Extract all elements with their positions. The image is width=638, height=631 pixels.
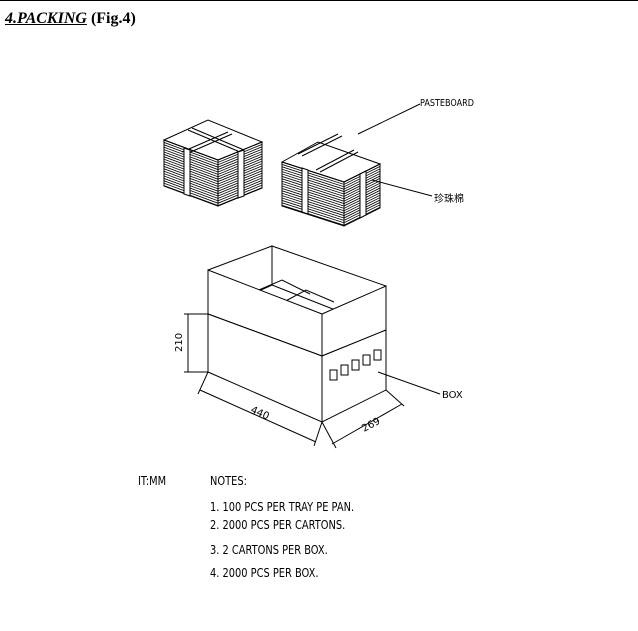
unit-label: IT:MM bbox=[138, 474, 167, 488]
figure-ref: (Fig.4) bbox=[86, 10, 136, 27]
shipping-box bbox=[207, 245, 387, 423]
layer-line bbox=[282, 185, 344, 207]
layer-line bbox=[164, 178, 218, 199]
note-item: 3. 2 CARTONS PER BOX. bbox=[210, 543, 328, 557]
pasteboard-leader bbox=[357, 103, 421, 135]
layer-line bbox=[282, 204, 344, 226]
layer-line bbox=[282, 195, 344, 216]
layer-line bbox=[282, 202, 344, 224]
layer-stripes-left bbox=[164, 140, 218, 206]
layer-line bbox=[282, 190, 344, 212]
dimension-length bbox=[197, 371, 323, 447]
layer-line bbox=[164, 168, 218, 190]
layer-line bbox=[282, 164, 344, 185]
dimension-height bbox=[184, 313, 208, 373]
note-item: 2. 2000 PCS PER CARTONS. bbox=[210, 518, 346, 532]
layer-line bbox=[164, 173, 218, 194]
layer-line bbox=[282, 166, 344, 188]
note-item: 4. 2000 PCS PER BOX. bbox=[210, 566, 319, 580]
layer-line bbox=[164, 144, 218, 166]
box-label: BOX bbox=[442, 390, 463, 401]
section-heading: 4.PACKING (Fig.4) bbox=[5, 10, 136, 28]
layer-line bbox=[164, 158, 218, 180]
layer-line bbox=[164, 154, 218, 175]
layer-line bbox=[164, 175, 218, 197]
layer-line bbox=[282, 168, 344, 190]
layer-line bbox=[282, 183, 344, 204]
layer-line bbox=[164, 163, 218, 185]
layer-line bbox=[282, 188, 344, 209]
pasteboard-label: PASTEBOARD bbox=[420, 98, 474, 109]
layer-line bbox=[164, 170, 218, 192]
layer-line bbox=[164, 151, 218, 173]
section-title: 4.PACKING bbox=[5, 10, 87, 27]
layer-line bbox=[282, 171, 344, 192]
layer-line bbox=[164, 161, 218, 182]
layer-line bbox=[164, 156, 218, 178]
layer-line bbox=[164, 142, 218, 163]
wrap-leader bbox=[371, 179, 433, 197]
layer-line bbox=[164, 166, 218, 187]
wrap-label: 珍珠棉 bbox=[434, 192, 464, 205]
layer-line bbox=[282, 180, 344, 202]
layer-line bbox=[282, 173, 344, 195]
layer-line bbox=[164, 146, 218, 168]
carton-bundle-right bbox=[280, 133, 382, 227]
dimension-width bbox=[321, 389, 405, 449]
dimension-height-label: 210 bbox=[174, 333, 185, 352]
note-item: 1. 100 PCS PER TRAY PE PAN. bbox=[210, 500, 355, 514]
layer-line bbox=[164, 182, 218, 204]
layer-line bbox=[282, 192, 344, 214]
layer-line bbox=[282, 176, 344, 197]
dimension-length-label: 440 bbox=[249, 405, 271, 423]
layer-line bbox=[282, 197, 344, 219]
top-border bbox=[0, 0, 638, 1]
carton-bundle-left bbox=[162, 119, 264, 207]
dimension-width-label: 269 bbox=[360, 416, 382, 435]
box-leader bbox=[377, 371, 441, 395]
layer-line bbox=[282, 178, 344, 200]
layer-line bbox=[164, 180, 218, 202]
notes-title: NOTES: bbox=[210, 474, 247, 488]
layer-line bbox=[282, 200, 344, 221]
layer-line bbox=[164, 149, 218, 170]
